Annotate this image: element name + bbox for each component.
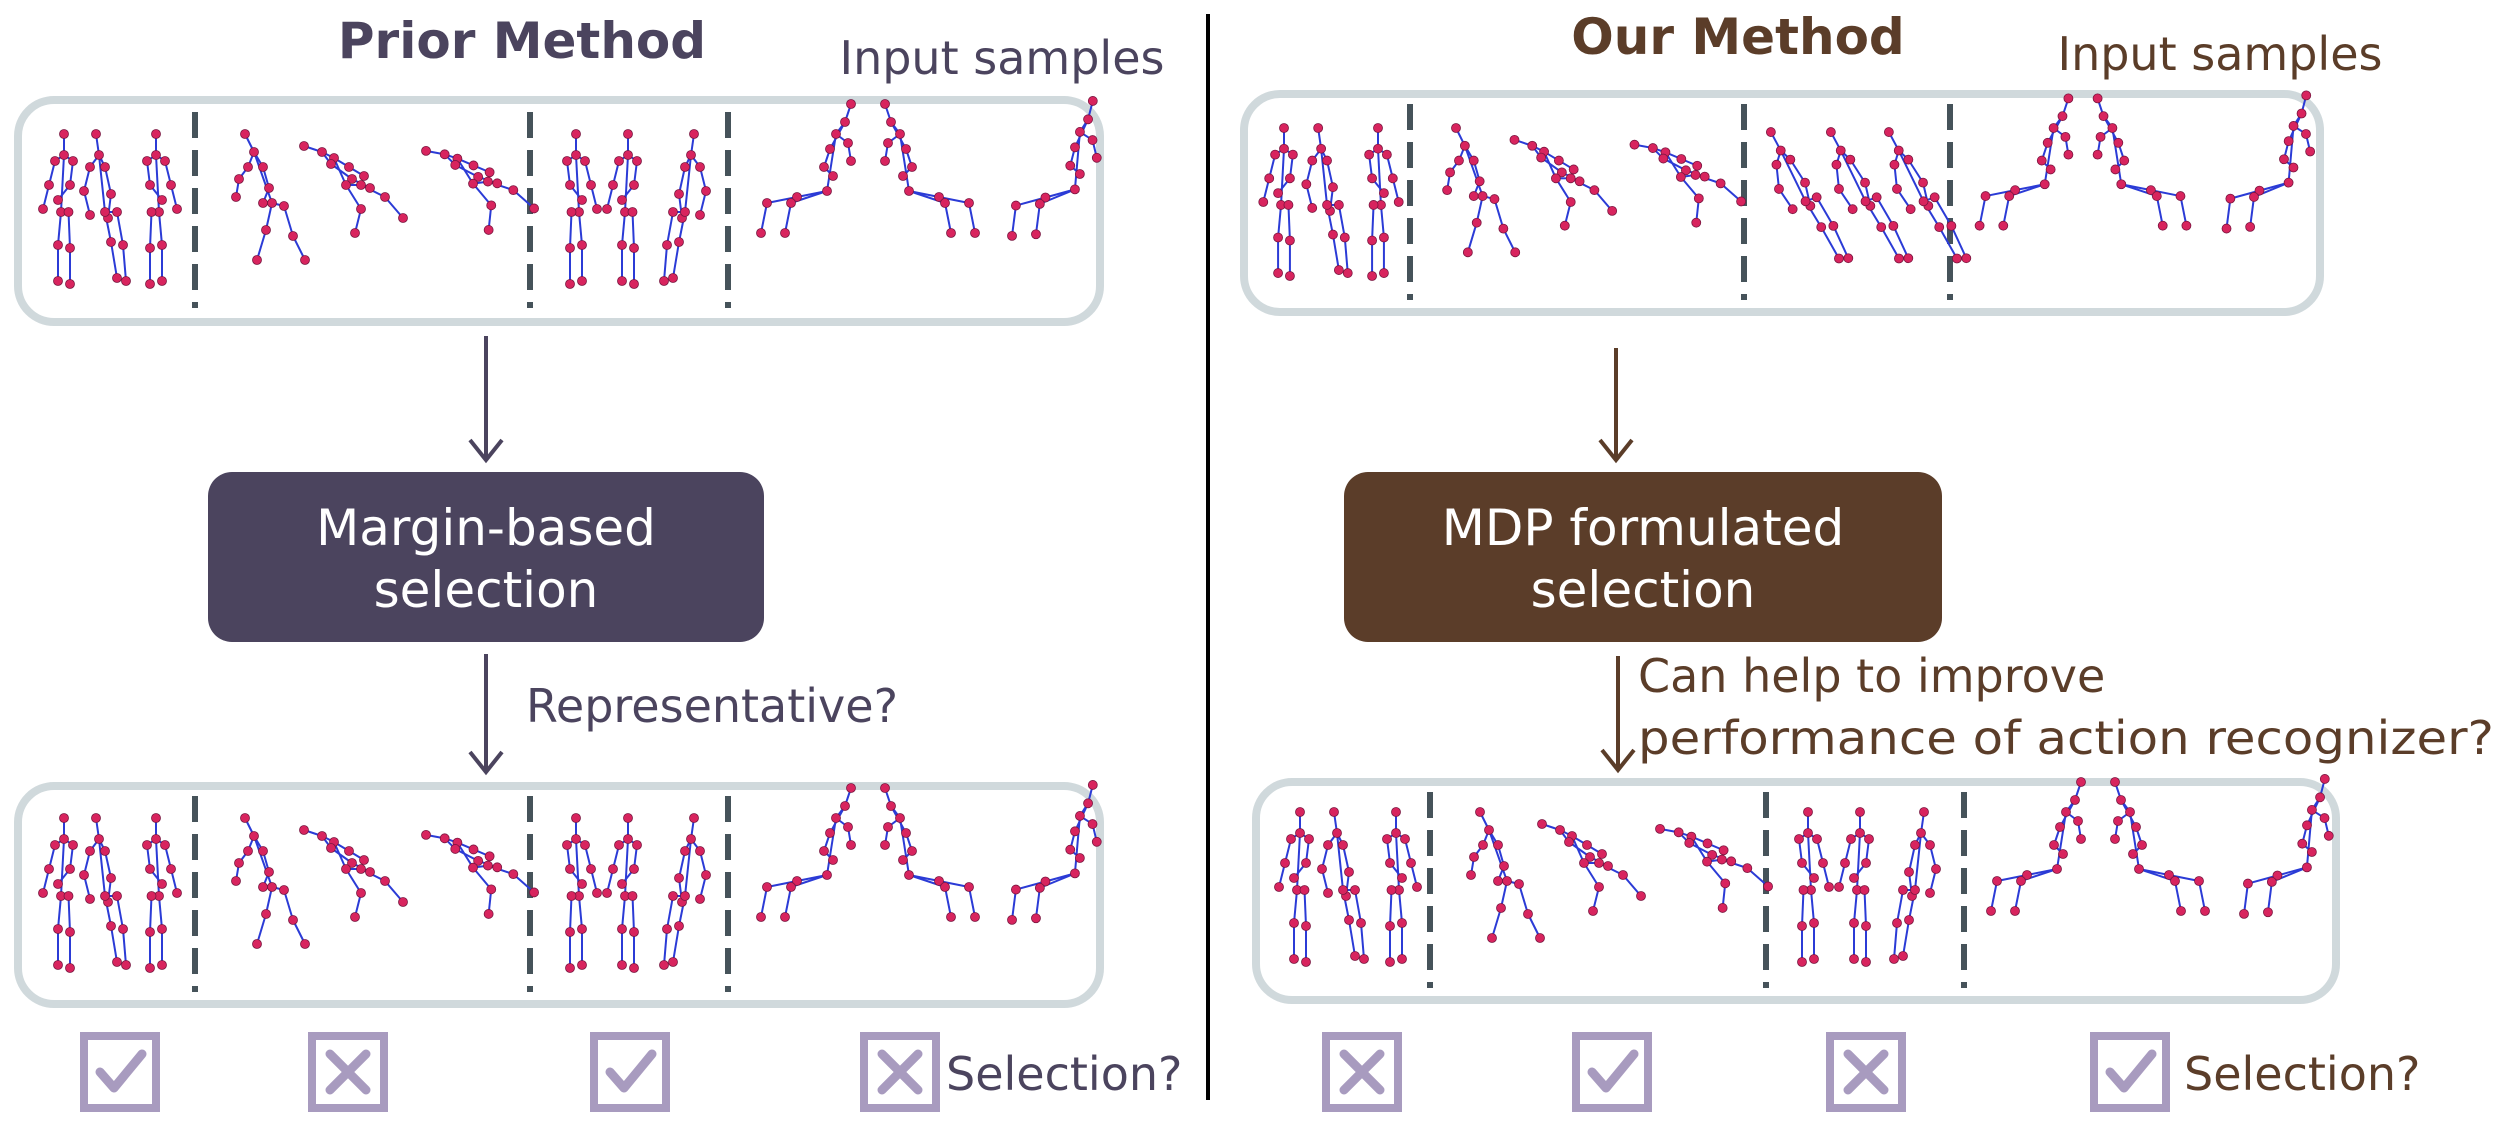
skeleton-figure bbox=[1466, 807, 1545, 943]
skeleton-figure bbox=[1364, 123, 1404, 281]
right-question-line2: performance of action recognizer? bbox=[1638, 711, 2494, 765]
left-input-skeletons bbox=[38, 96, 1102, 289]
skeleton-figure bbox=[1007, 96, 1102, 241]
skeleton-figure bbox=[1883, 127, 1972, 264]
cross-box-icon bbox=[1826, 1032, 1906, 1112]
skeleton-figure bbox=[1258, 123, 1298, 281]
skeleton-figure bbox=[1765, 127, 1854, 264]
cross-box-icon bbox=[1322, 1032, 1402, 1112]
left-process-box bbox=[208, 472, 764, 642]
right-title: Our Method bbox=[1571, 8, 1904, 66]
skeleton-figure bbox=[880, 99, 980, 238]
right-arrow-2-head bbox=[1600, 748, 1636, 774]
skeleton-figure bbox=[1974, 93, 2074, 231]
skeleton-figure bbox=[602, 813, 642, 973]
skeleton-figure bbox=[602, 129, 642, 289]
right-question-line1: Can help to improve bbox=[1638, 649, 2105, 703]
skeleton-figure bbox=[1382, 807, 1422, 967]
right-process-box bbox=[1344, 472, 1942, 642]
skeleton-figure bbox=[231, 129, 310, 265]
skeleton-figure bbox=[1509, 134, 1618, 231]
skeleton-figure bbox=[756, 783, 856, 922]
skeleton-figure bbox=[1655, 823, 1773, 913]
skeleton-figure bbox=[1825, 127, 1914, 264]
left-arrow-1-head bbox=[468, 438, 504, 464]
skeleton-figure bbox=[1629, 139, 1746, 228]
skeleton-figure bbox=[659, 813, 711, 970]
left-output-skeletons bbox=[38, 780, 1102, 973]
cross-box-icon bbox=[308, 1032, 388, 1112]
skeleton-figure bbox=[1301, 123, 1353, 278]
skeleton-figure bbox=[421, 145, 539, 235]
skeleton-figure bbox=[562, 813, 602, 973]
skeleton-figure bbox=[38, 129, 78, 289]
left-output-panel bbox=[14, 782, 1104, 1008]
skeleton-figure bbox=[142, 129, 182, 289]
skeleton-figure bbox=[562, 129, 602, 289]
right-arrow-1-head bbox=[1598, 438, 1634, 464]
left-arrow-2-head bbox=[468, 750, 504, 776]
left-selection-label: Selection? bbox=[946, 1047, 1182, 1101]
right-output-panel bbox=[1252, 778, 2340, 1004]
skeleton-figure bbox=[142, 813, 182, 973]
skeleton-figure bbox=[1889, 807, 1941, 964]
skeleton-figure bbox=[1537, 819, 1646, 916]
right-checkboxes bbox=[1322, 1032, 2170, 1112]
skeleton-figure bbox=[79, 129, 131, 286]
checkmark-box-icon bbox=[590, 1032, 670, 1112]
skeleton-figure bbox=[421, 829, 539, 919]
skeleton-figure bbox=[2092, 93, 2192, 231]
right-output-skeletons bbox=[1274, 774, 2334, 967]
right-input-skeletons bbox=[1258, 90, 2316, 281]
skeleton-figure bbox=[1834, 807, 1874, 967]
skeleton-figure bbox=[1794, 807, 1834, 967]
skeleton-figure bbox=[38, 813, 78, 973]
left-input-label: Input samples bbox=[840, 31, 1165, 85]
right-selection-label: Selection? bbox=[2184, 1047, 2420, 1101]
right-input-label: Input samples bbox=[2058, 27, 2383, 81]
checkmark-box-icon bbox=[2090, 1032, 2170, 1112]
skeleton-figure bbox=[756, 99, 856, 238]
skeleton-figure bbox=[79, 813, 131, 970]
checkmark-box-icon bbox=[1572, 1032, 1652, 1112]
left-process-line2: selection bbox=[374, 561, 599, 619]
skeleton-figure bbox=[2239, 774, 2334, 919]
skeleton-figure bbox=[659, 129, 711, 286]
skeleton-figure bbox=[880, 783, 980, 922]
left-process-line1: Margin-based bbox=[316, 499, 656, 557]
skeleton-figure bbox=[1986, 777, 2086, 916]
cross-box-icon bbox=[860, 1032, 940, 1112]
skeleton-figure bbox=[299, 825, 408, 922]
right-process-line2: selection bbox=[1531, 561, 1756, 619]
checkmark-box-icon bbox=[80, 1032, 160, 1112]
skeleton-figure bbox=[1317, 807, 1369, 964]
skeleton-figure bbox=[299, 141, 408, 238]
left-question: Representative? bbox=[526, 679, 898, 733]
left-checkboxes bbox=[80, 1032, 940, 1112]
skeleton-figure bbox=[1274, 807, 1314, 967]
right-process-line1: MDP formulated bbox=[1442, 499, 1845, 557]
skeleton-figure bbox=[1007, 780, 1102, 925]
left-input-panel bbox=[14, 96, 1104, 326]
skeleton-figure bbox=[1442, 123, 1521, 258]
skeleton-figure bbox=[2110, 777, 2210, 916]
skeleton-figure bbox=[231, 813, 310, 949]
left-title: Prior Method bbox=[338, 12, 706, 70]
skeleton-figure bbox=[2221, 90, 2316, 234]
